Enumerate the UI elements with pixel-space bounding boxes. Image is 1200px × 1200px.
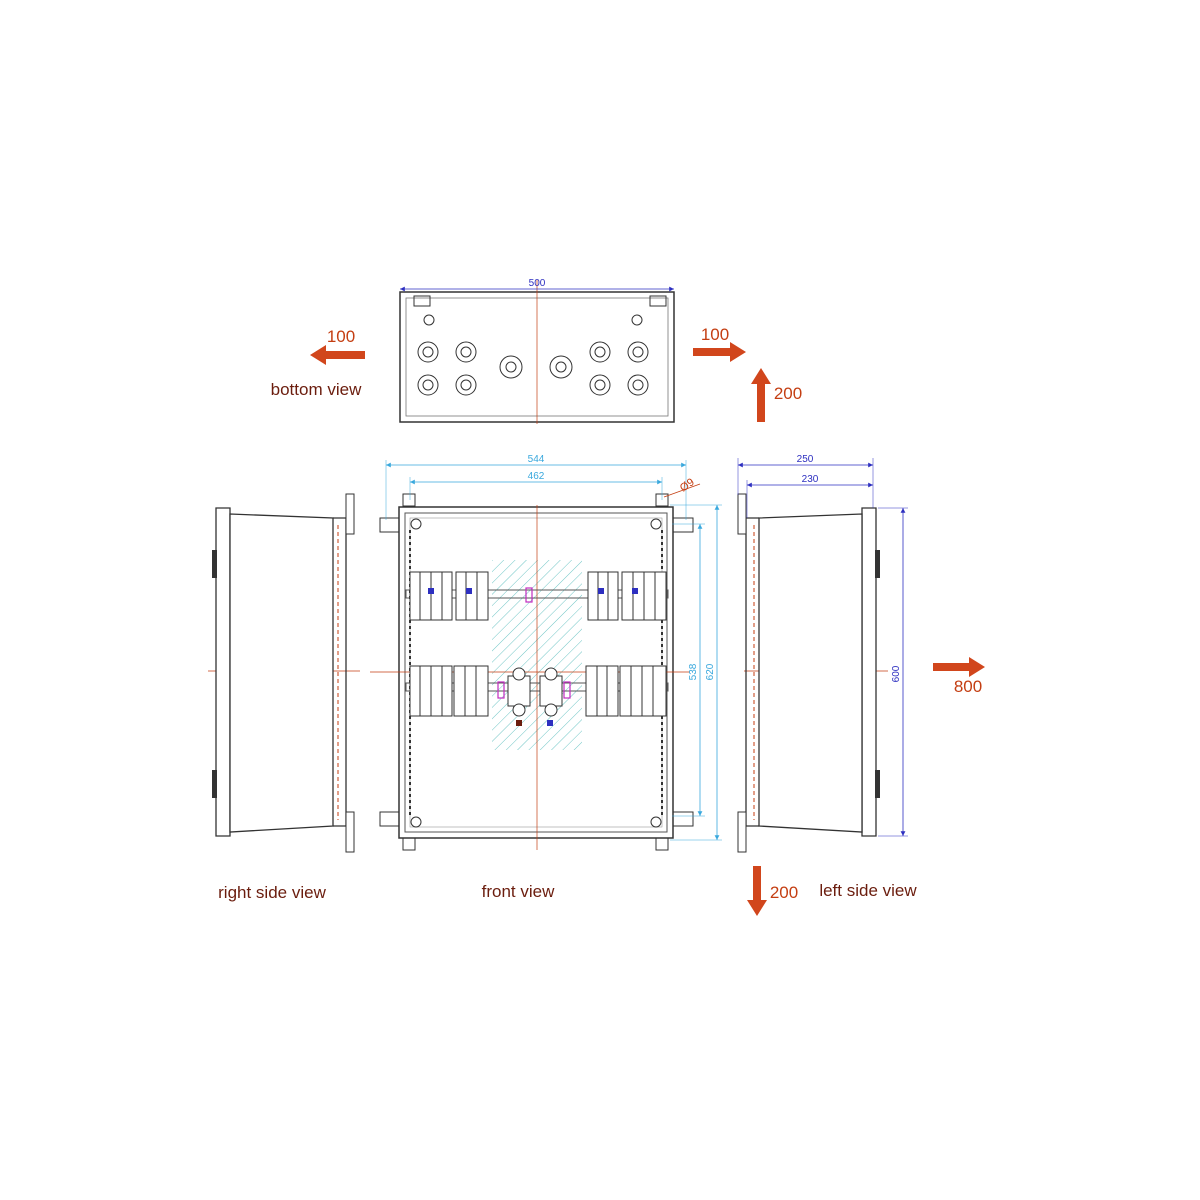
front-view: 544 462 Ø9 538 620 xyxy=(370,454,722,851)
label-front-view: front view xyxy=(482,882,555,901)
dim-side-outer-depth: 250 xyxy=(797,454,814,465)
dim-side-inner-depth: 230 xyxy=(802,474,819,485)
dim-front-outer-height: 620 xyxy=(705,663,716,680)
label-bottom-view: bottom view xyxy=(271,380,362,399)
left-side-view: 250 230 600 xyxy=(737,454,908,853)
dim-front-inner-width: 462 xyxy=(528,471,545,482)
circuit-breaker-icon xyxy=(409,571,667,717)
cable-gland-icon xyxy=(417,341,649,396)
clearance-right: 800 xyxy=(954,677,982,696)
dim-front-outer-width: 544 xyxy=(528,454,545,465)
dim-side-height: 600 xyxy=(891,665,902,682)
dim-front-inner-height: 538 xyxy=(688,663,699,680)
label-left-side-view: left side view xyxy=(819,881,917,900)
bottom-view: 500 xyxy=(399,278,675,424)
clearance-bottom: 200 xyxy=(770,883,798,902)
clearance-bottom-right: 100 xyxy=(701,325,729,344)
clearance-bottom-left: 100 xyxy=(327,327,355,346)
right-side-view xyxy=(208,493,360,853)
dim-bottom-width: 500 xyxy=(529,278,546,289)
clearance-arrow-icon xyxy=(310,342,985,916)
label-right-side-view: right side view xyxy=(218,883,326,902)
clearance-top: 200 xyxy=(774,384,802,403)
dim-hole-diameter: Ø9 xyxy=(678,476,697,494)
